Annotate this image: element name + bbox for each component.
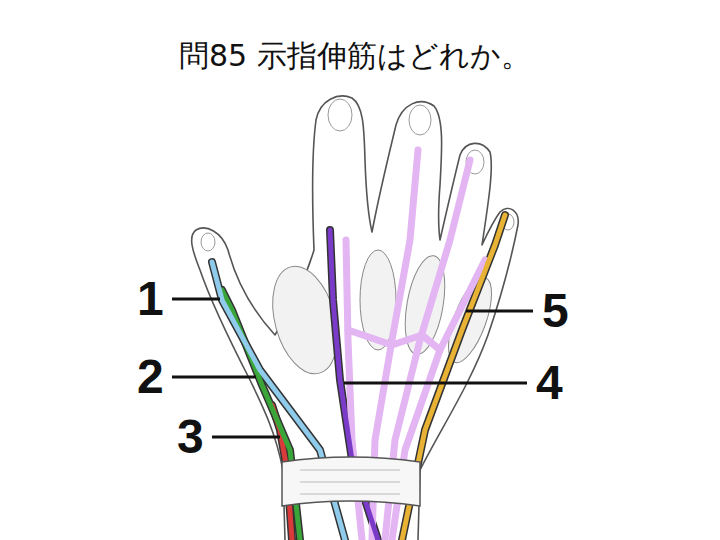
callout-number: 1: [137, 275, 164, 323]
extensor-retinaculum: [282, 457, 420, 506]
tendons: [212, 150, 505, 540]
retinaculum: [282, 457, 420, 506]
callout-number: 5: [542, 287, 569, 335]
hand-outline: [192, 96, 519, 540]
question-title: 問85 示指伸筋はどれか。: [179, 36, 531, 77]
hand-outline: [192, 96, 519, 540]
leader-line: [466, 310, 533, 313]
leader-lines: [172, 299, 533, 437]
retinaculum-hatching: [300, 470, 400, 494]
fingernail: [201, 233, 215, 251]
callout-number: 2: [137, 353, 164, 401]
callout-number: 3: [177, 413, 204, 461]
juncturae-tendinum: [348, 330, 440, 350]
leader-line: [172, 298, 220, 301]
callout-number: 4: [536, 359, 563, 407]
leader-line: [212, 436, 280, 439]
fingernail: [328, 99, 352, 131]
leader-line: [344, 382, 527, 385]
leader-line: [172, 376, 256, 379]
fingernail: [409, 105, 431, 135]
